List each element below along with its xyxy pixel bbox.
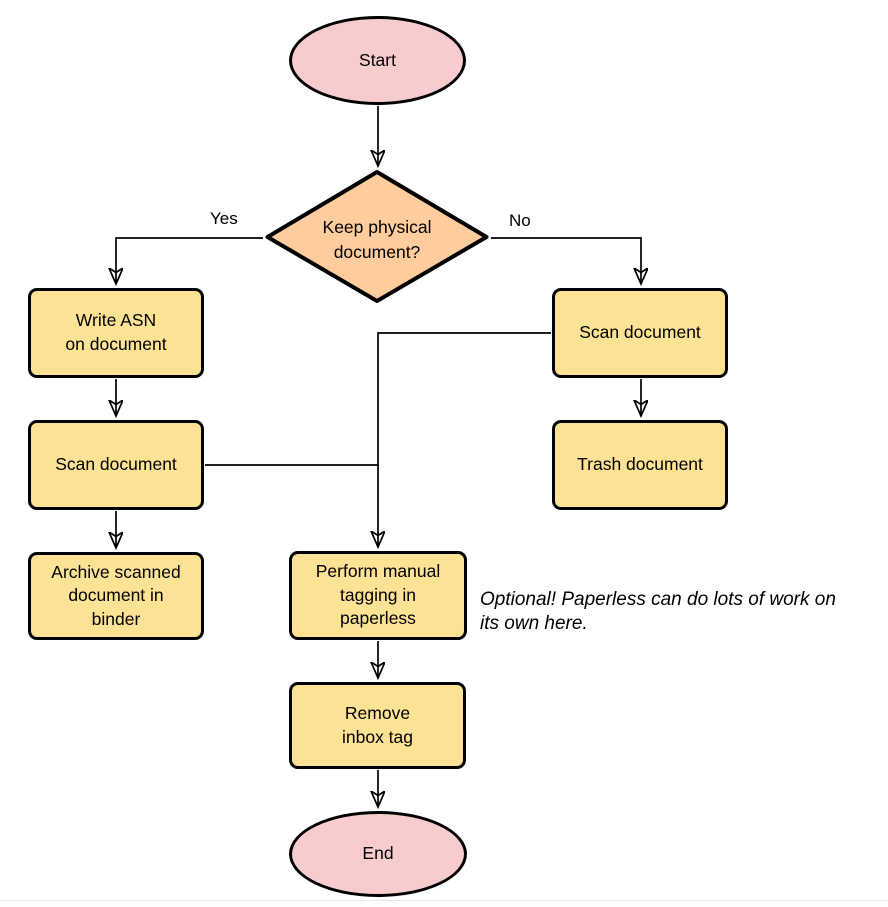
decision-label: Keep physical document? xyxy=(322,217,432,262)
page-bottom-divider xyxy=(0,900,888,907)
node-start: Start xyxy=(289,16,466,105)
edge-label-no: No xyxy=(507,211,533,231)
node-end: End xyxy=(289,811,467,897)
edge-scanright-to-tagging xyxy=(378,332,551,546)
node-write-asn-on-document: Write ASN on document xyxy=(28,288,204,378)
decision-diamond-shape xyxy=(265,170,489,303)
node-remove-inbox-tag: Remove inbox tag xyxy=(289,682,466,769)
node-archive-scanned-document: Archive scanned document in binder xyxy=(28,552,204,640)
node-scan-document-right: Scan document xyxy=(552,288,728,378)
edge-label-yes: Yes xyxy=(208,209,240,229)
annotation-optional-note: Optional! Paperless can do lots of work … xyxy=(480,589,836,634)
node-perform-manual-tagging: Perform manual tagging in paperless xyxy=(289,551,467,640)
node-trash-document: Trash document xyxy=(552,420,728,510)
edge-decision-yes xyxy=(116,237,263,283)
node-decision-keep-physical: Keep physical document? xyxy=(264,169,490,304)
node-scan-document-left: Scan document xyxy=(28,420,204,510)
edge-decision-no xyxy=(491,237,641,283)
